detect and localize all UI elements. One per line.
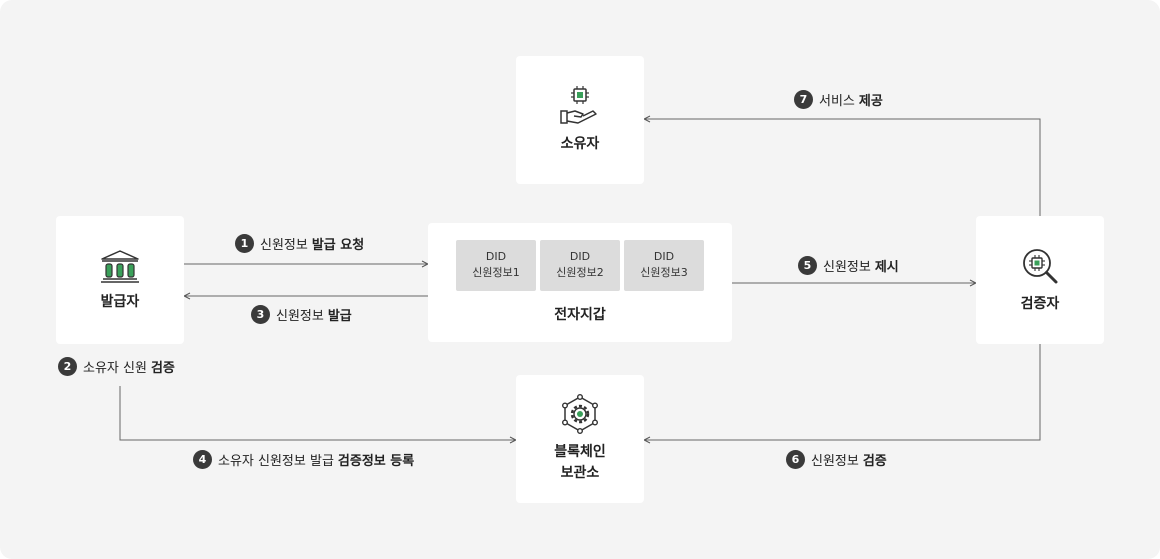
did-card-title: DID: [653, 250, 675, 263]
did-card-sub: 신원정보1: [472, 266, 520, 279]
owner-label: 소유자: [560, 135, 600, 152]
step-text-bold: 발급 요청: [311, 238, 365, 253]
step-7-label: 7 서비스 제공: [794, 90, 883, 109]
owner-node: 소유자: [516, 56, 644, 184]
step-text-bold: 제공: [858, 94, 883, 109]
verifier-label: 검증자: [1020, 295, 1060, 312]
did-card-sub: 신원정보3: [640, 266, 688, 279]
verifier-node: 검증자: [976, 216, 1104, 344]
network-gear-icon: [562, 394, 599, 434]
step-number-badge: 5: [798, 256, 817, 275]
step-text-bold: 검증정보 등록: [337, 454, 415, 469]
step-text: 소유자 신원: [83, 361, 147, 376]
step-number-badge: 4: [193, 450, 212, 469]
arrow-step-7: [644, 119, 1041, 216]
did-card-sub: 신원정보2: [556, 266, 604, 279]
step-6-label: 6 신원정보 검증: [786, 450, 887, 469]
wallet-node: DID 신원정보1 DID 신원정보2 DID 신원정보3 전자지갑: [428, 223, 732, 342]
issuer-node: 발급자: [56, 216, 184, 344]
step-text: 소유자 신원정보 발급: [218, 454, 334, 469]
blockchain-label-line2: 보관소: [560, 465, 600, 481]
did-card: DID 신원정보1: [456, 239, 536, 291]
bank-icon: [101, 249, 139, 283]
did-card: DID 신원정보3: [624, 239, 704, 291]
blockchain-label: 블록체인 보관소: [554, 442, 606, 484]
step-4-label: 4 소유자 신원정보 발급 검증정보 등록: [193, 450, 414, 469]
did-card: DID 신원정보2: [540, 239, 620, 291]
hand-chip-icon: [560, 85, 597, 124]
step-text-bold: 검증: [862, 454, 887, 469]
did-card-title: DID: [485, 250, 507, 263]
step-number-badge: 7: [794, 90, 813, 109]
step-5-label: 5 신원정보 제시: [798, 256, 899, 275]
issuer-label: 발급자: [100, 293, 140, 310]
blockchain-label-line1: 블록체인: [554, 444, 606, 460]
step-number-badge: 6: [786, 450, 805, 469]
step-3-label: 3 신원정보 발급: [251, 305, 352, 324]
wallet-card-list: DID 신원정보1 DID 신원정보2 DID 신원정보3: [456, 239, 704, 291]
magnifier-chip-icon: [1023, 248, 1058, 283]
blockchain-node: 블록체인 보관소: [516, 375, 644, 503]
step-text-bold: 제시: [874, 260, 899, 275]
step-2-label: 2 소유자 신원 검증: [58, 357, 175, 376]
did-card-title: DID: [569, 250, 591, 263]
step-text: 신원정보: [260, 238, 308, 253]
step-text: 서비스: [819, 94, 855, 109]
step-number-badge: 3: [251, 305, 270, 324]
step-text: 신원정보: [823, 260, 871, 275]
step-text-bold: 검증: [150, 361, 175, 376]
step-text-bold: 발급: [327, 309, 352, 324]
step-number-badge: 2: [58, 357, 77, 376]
step-number-badge: 1: [235, 234, 254, 253]
arrow-step-4: [119, 386, 516, 440]
wallet-label: 전자지갑: [554, 306, 606, 323]
arrow-step-6: [644, 344, 1041, 440]
step-text: 신원정보: [276, 309, 324, 324]
step-text: 신원정보: [811, 454, 859, 469]
step-1-label: 1 신원정보 발급 요청: [235, 234, 364, 253]
